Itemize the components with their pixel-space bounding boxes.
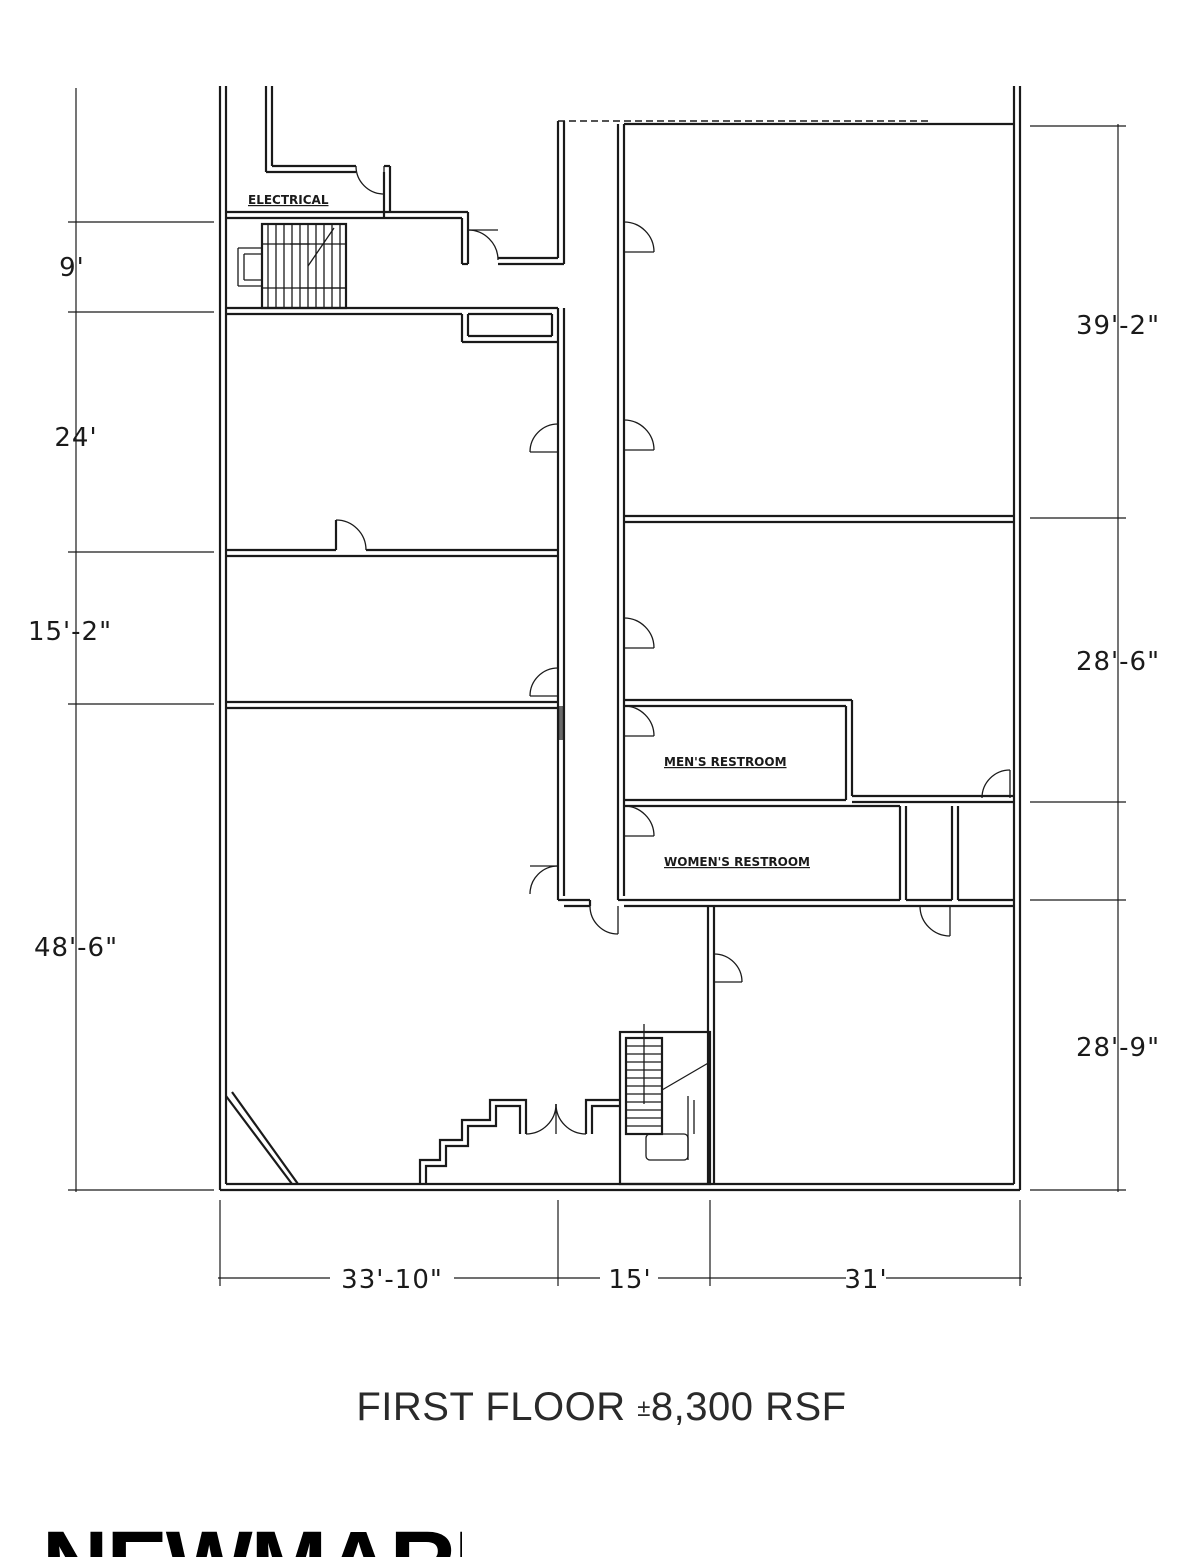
newmark-logo: NEWMARK	[42, 1518, 462, 1557]
floor-area: 8,300 RSF	[650, 1385, 847, 1429]
plus-minus-sign: ±	[637, 1395, 651, 1422]
floor-caption: FIRST FLOOR ±8,300 RSF	[0, 1385, 1203, 1430]
dim-bottom-1: 15'	[608, 1265, 651, 1295]
dim-left-0: 9'	[59, 253, 85, 283]
left-rooms	[225, 423, 620, 1185]
brand-name: NEWMARK	[42, 1518, 462, 1557]
right-rooms	[589, 221, 1014, 1184]
lower-stair	[618, 1024, 712, 1186]
room-label-womens-restroom: WOMEN'S RESTROOM	[664, 855, 810, 869]
dim-left-2: 15'-2"	[28, 617, 112, 647]
dim-bottom-0: 33'-10"	[341, 1265, 443, 1295]
outer-walls	[218, 86, 1022, 1192]
dim-left-3: 48'-6"	[34, 933, 118, 963]
corridor	[556, 124, 626, 908]
stair-treads-top	[262, 224, 346, 308]
dim-right-1: 28'-6"	[1076, 647, 1160, 677]
floor-title: FIRST FLOOR	[356, 1385, 626, 1429]
dim-right-0: 39'-2"	[1076, 311, 1160, 341]
room-label-mens-restroom: MEN'S RESTROOM	[664, 755, 787, 769]
dimension-lines	[68, 88, 1126, 1286]
room-label-electrical: ELECTRICAL	[248, 193, 329, 207]
dim-bottom-2: 31'	[844, 1265, 887, 1295]
dim-right-2: 28'-9"	[1076, 1033, 1160, 1063]
dim-left-1: 24'	[54, 423, 97, 453]
top-left-core	[226, 86, 566, 344]
